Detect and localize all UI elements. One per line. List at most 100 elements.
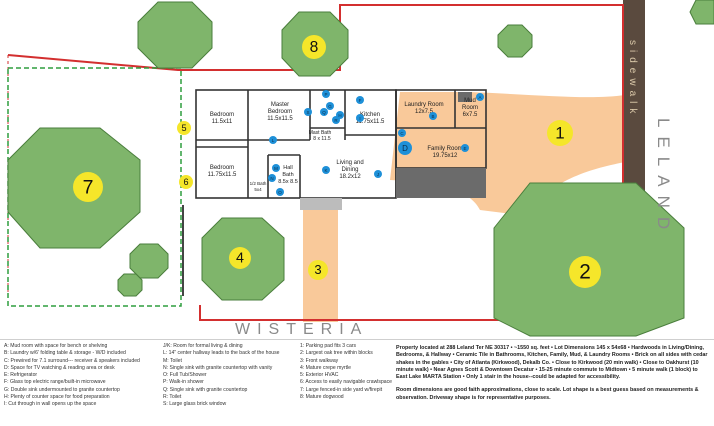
trees <box>7 0 714 337</box>
feature-dot-q <box>320 108 328 116</box>
feature-letter-p: P <box>324 92 327 97</box>
marker-7 <box>73 172 103 202</box>
legend-letter-item: G: Double sink undermounted to granite c… <box>4 386 120 393</box>
feature-dot-c <box>398 129 406 137</box>
street-wisteria: WISTERIA <box>235 321 368 338</box>
legend-letter-item: F: Glass top electric range/built-in mic… <box>4 379 106 386</box>
legend-letter-item: O: Full Tub/Shower <box>163 372 207 379</box>
property-description: Property located at 288 Leland Ter NE 30… <box>396 345 708 381</box>
legend-number-item: 8: Mature dogwood <box>300 394 344 401</box>
feature-letter-f: F <box>359 98 362 103</box>
room-laundry-name: Laundry Room <box>404 102 443 108</box>
room-mud-line1: Mud <box>464 98 476 104</box>
marker-label-5: 5 <box>181 123 186 133</box>
porch-block <box>396 168 486 198</box>
fenced-side-yard <box>7 67 182 307</box>
feature-dot-p <box>322 90 330 98</box>
legend-letter-item: N: Single sink with granite countertop w… <box>163 364 273 371</box>
room-mud-size: 6x7.5 <box>463 112 478 118</box>
room-bedroom-a-size: 11.5x11 <box>212 119 233 125</box>
legend-letter-item: L: 14" center hallway leads to the back … <box>163 350 280 357</box>
feature-letter-d: D <box>402 144 408 153</box>
legend-number-item: 6: Access to easily navigable crawlspace <box>300 379 393 386</box>
room-mud-line2: Room <box>462 105 478 111</box>
room-living-line1: Living and <box>336 160 363 166</box>
tree-top-right <box>497 24 533 58</box>
room-bedroom-b-name: Bedroom <box>210 165 234 171</box>
feature-letter-c: C <box>400 131 404 136</box>
feature-dot-n <box>268 174 276 182</box>
feature-letter-e: E <box>463 146 466 151</box>
legend-letter-item: Q: Single sink with granite countertop <box>163 386 248 393</box>
legend-letter-item: D: Space for TV watching & reading area … <box>4 364 115 371</box>
legend-letter-item: M: Toilet <box>163 357 182 364</box>
marker-label-7: 7 <box>83 176 94 198</box>
room-bedroom-b-size: 11.75x11.5 <box>208 172 237 178</box>
tree-small-1 <box>129 243 169 279</box>
room-living-size: 18.2x12 <box>339 174 361 180</box>
feature-dot-m <box>272 164 280 172</box>
chimney-block <box>458 92 472 102</box>
marker-2 <box>569 256 601 288</box>
legend-number-item: 7: Large fenced-in side yard w/firepit <box>300 386 383 393</box>
tree-small-2 <box>117 273 143 297</box>
sidewalk-label: sidewalk <box>627 40 638 118</box>
feature-letter-r: R <box>334 118 338 123</box>
feature-dot-k <box>322 166 330 174</box>
feature-dot-d <box>398 141 412 155</box>
legend-letter-item: P: Walk-in shower <box>163 379 204 386</box>
feature-letter-l: L <box>272 138 275 143</box>
legend-letter-item: B: Laundry w/6' folding table & storage … <box>4 350 126 357</box>
feature-letter-b: B <box>431 114 434 119</box>
feature-dot-i <box>356 114 364 122</box>
feature-letter-g: G <box>328 104 332 109</box>
marker-label-3: 3 <box>314 262 321 277</box>
feature-letter-q: Q <box>322 110 326 115</box>
legend-letter-item: E: Refrigerator <box>4 372 38 379</box>
marker-5 <box>177 121 191 135</box>
marker-label-2: 2 <box>579 261 591 284</box>
marker-3 <box>308 260 328 280</box>
lot-line <box>7 4 624 321</box>
room-kitchen-name: Kitchen <box>360 112 380 118</box>
separator <box>0 339 714 340</box>
tree-top-left <box>137 1 213 69</box>
legend-number-item: 2: Largest oak tree within blocks <box>300 350 373 357</box>
front-step <box>300 198 342 210</box>
room-master-line2: Bedroom <box>268 109 292 115</box>
room-labels: Bedroom 11.5x11 Master Bedroom 11.5x11.5… <box>208 98 478 192</box>
room-hall-bath-size: 8.5x 8.5 <box>278 179 298 185</box>
room-master-bath-size: 8 x 11.5 <box>313 136 331 142</box>
feature-letter-a: A <box>478 95 481 100</box>
legend-letter-item: C: Prewired for 7.1 surround--- receiver… <box>4 357 140 364</box>
room-kitchen-size: 11.75x11.5 <box>356 119 385 125</box>
legend-number-item: 4: Mature crepe myrtle <box>300 364 351 371</box>
feature-dot-g <box>326 102 334 110</box>
marker-label-8: 8 <box>310 39 319 56</box>
feature-dot-f <box>356 96 364 104</box>
feature-dot-a <box>476 93 484 101</box>
feature-dot-b <box>429 112 437 120</box>
legend-number-item: 1: Parking pad fits 3 cars <box>300 343 357 349</box>
feature-dot-o <box>276 188 284 196</box>
marker-label-1: 1 <box>555 123 564 142</box>
feature-dot-l <box>269 136 277 144</box>
room-master-line1: Master <box>271 102 289 108</box>
room-laundry-size: 12x7.5 <box>415 109 434 115</box>
room-master-size: 11.5x11.5 <box>267 116 293 122</box>
room-half-bath-size: 5x4 <box>254 187 262 192</box>
tree-right-small <box>689 0 714 25</box>
legend-letter-item: A: Mud room with space for bench or shel… <box>4 343 108 349</box>
room-half-bath-line1: 1/2 Bath <box>250 181 267 186</box>
feature-letter-m: M <box>274 166 278 171</box>
room-hall-bath-line1: Hall <box>283 165 292 171</box>
room-hall-bath-line2: Bath <box>282 172 293 178</box>
legend-number-item: 3: Front walkway <box>300 357 339 364</box>
room-master-bath-line1: Mast Bath <box>309 130 332 136</box>
legend-letter-item: R: Toilet <box>163 394 182 401</box>
marker-1 <box>547 120 573 146</box>
legend-letter-item: I: Cut through in wall opens up the spac… <box>4 401 97 408</box>
